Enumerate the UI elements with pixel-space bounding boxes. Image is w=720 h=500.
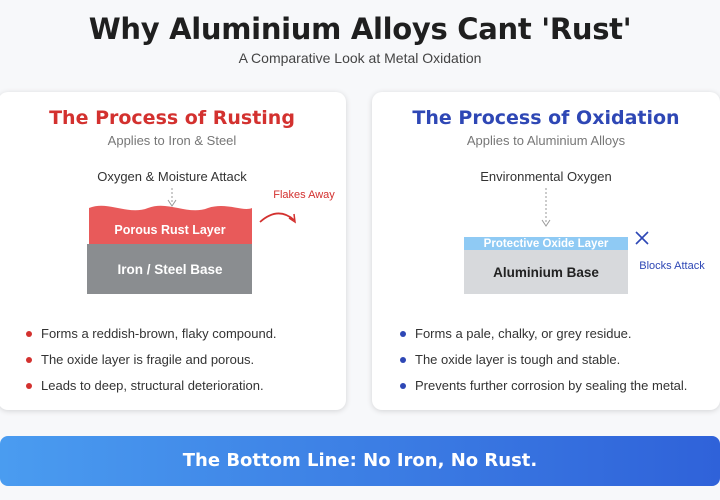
rusting-attack-label: Oxygen & Moisture Attack — [97, 169, 247, 184]
flakes-away-arrowhead — [288, 213, 296, 224]
list-item: Leads to deep, structural deterioration. — [26, 377, 277, 403]
oxidation-bullets: Forms a pale, chalky, or grey residue. T… — [400, 325, 687, 403]
oxide-layer-label: Protective Oxide Layer — [484, 238, 609, 250]
blocks-attack-label: Blocks Attack — [639, 260, 705, 272]
rusting-bullets: Forms a reddish-brown, flaky compound. T… — [26, 325, 277, 403]
bullet-dot — [26, 357, 32, 363]
rusting-card-subtitle: Applies to Iron & Steel — [107, 133, 237, 148]
bullet-dot — [26, 383, 32, 389]
rusting-attack-arrowhead — [167, 199, 177, 207]
bullet-dot — [400, 357, 406, 363]
bullet-dot — [400, 383, 406, 389]
list-item: Prevents further corrosion by sealing th… — [400, 377, 687, 403]
oxidation-diagram: Environmental Oxygen Protective Oxide La… — [464, 169, 705, 294]
rusting-card-title: The Process of Rusting — [49, 107, 295, 129]
flakes-away-label: Flakes Away — [273, 189, 335, 201]
blocks-attack-x-icon — [635, 231, 649, 245]
list-item: The oxide layer is fragile and porous. — [26, 351, 277, 377]
rusting-card: The Process of Rusting Applies to Iron &… — [0, 92, 346, 410]
aluminium-base — [464, 250, 628, 294]
bullet-dot — [400, 331, 406, 337]
iron-base-label: Iron / Steel Base — [117, 262, 223, 277]
aluminium-base-label: Aluminium Base — [493, 265, 599, 280]
oxidation-card-title: The Process of Oxidation — [412, 107, 680, 129]
rusting-diagram: Oxygen & Moisture Attack Porous Rust Lay… — [87, 169, 335, 294]
page-title: Why Aluminium Alloys Cant 'Rust' — [88, 12, 632, 46]
protective-oxide-layer — [464, 237, 628, 250]
porous-rust-layer — [89, 205, 252, 244]
iron-steel-base — [87, 244, 252, 294]
list-item: The oxide layer is tough and stable. — [400, 351, 687, 377]
oxidation-card: The Process of Oxidation Applies to Alum… — [372, 92, 720, 410]
list-item: Forms a reddish-brown, flaky compound. — [26, 325, 277, 351]
page-subtitle: A Comparative Look at Metal Oxidation — [238, 50, 482, 66]
bottom-line-banner: The Bottom Line: No Iron, No Rust. — [0, 436, 720, 486]
flakes-away-arrow — [259, 212, 295, 223]
oxidation-card-subtitle: Applies to Aluminium Alloys — [466, 133, 626, 148]
bullet-dot — [26, 331, 32, 337]
oxidation-attack-label: Environmental Oxygen — [480, 169, 612, 184]
oxidation-attack-arrowhead — [541, 219, 551, 227]
rust-layer-label: Porous Rust Layer — [114, 223, 225, 237]
list-item: Forms a pale, chalky, or grey residue. — [400, 325, 687, 351]
